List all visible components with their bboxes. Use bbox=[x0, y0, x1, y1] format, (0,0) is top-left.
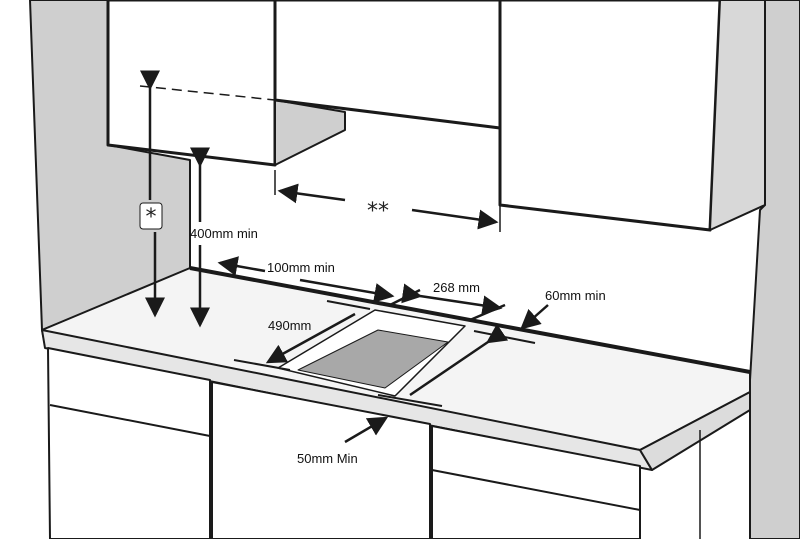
cutout-depth-label: 490mm bbox=[268, 318, 311, 333]
height-star-box bbox=[139, 202, 163, 230]
cutout-cavity bbox=[297, 329, 449, 389]
height-star-label: * bbox=[146, 205, 157, 230]
min-height-label: 400mm min bbox=[190, 226, 258, 241]
hood-underside bbox=[274, 99, 346, 166]
drawer-line bbox=[49, 404, 211, 437]
countertop-right-edge bbox=[639, 391, 751, 471]
upper-cabinet-right-side bbox=[709, 0, 766, 231]
back-clearance-label: 60mm min bbox=[545, 288, 606, 303]
cutout-width-label: 268 mm bbox=[433, 280, 480, 295]
upper-cabinet-right bbox=[498, 0, 722, 232]
drawer-line bbox=[431, 469, 641, 511]
side-clearance-label: 100mm min bbox=[267, 260, 335, 275]
upper-cabinet-left bbox=[106, 0, 277, 167]
front-clearance-label: 50mm Min bbox=[297, 451, 358, 466]
hood-width-label: ** bbox=[367, 199, 389, 224]
lower-cabinet-left bbox=[47, 347, 211, 539]
lower-cabinet-right bbox=[431, 425, 641, 539]
